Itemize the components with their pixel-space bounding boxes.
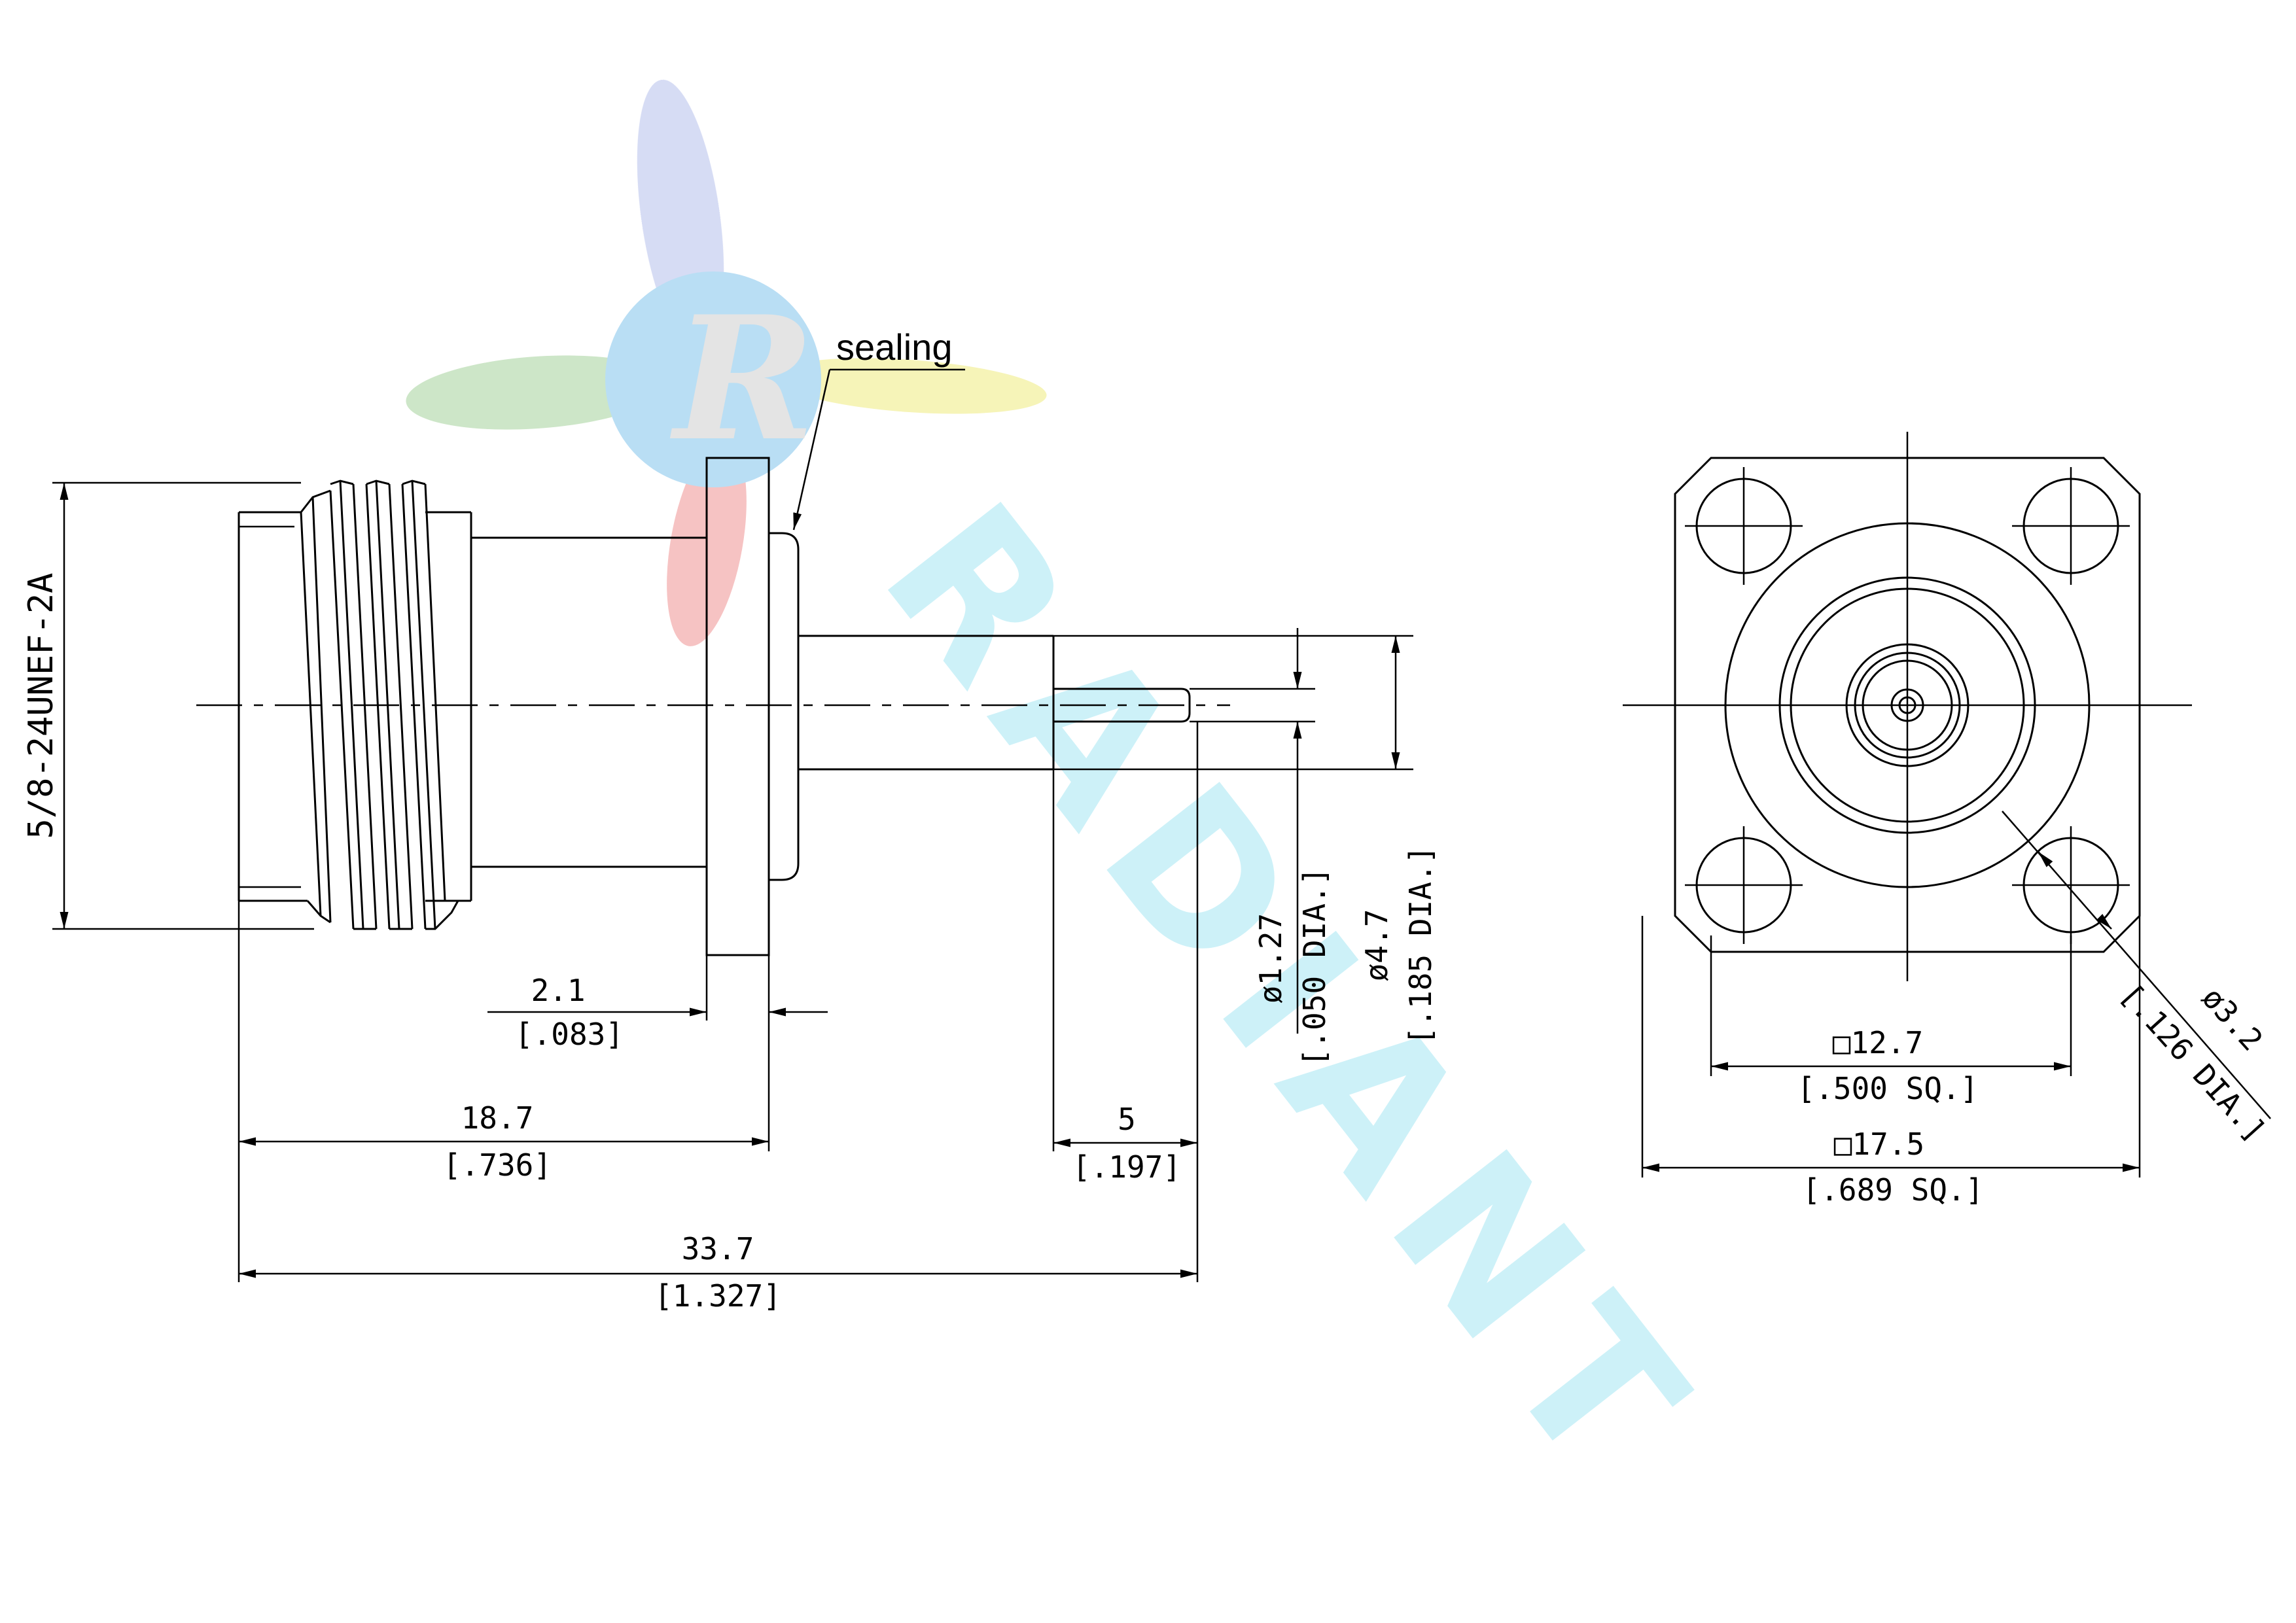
dim-pin-diameter-mm: ø1.27 (1253, 913, 1288, 1003)
dim-flange-thickness: 2.1 [.083] (487, 955, 828, 1052)
dim-insulator-diameter: ø4.7 [.185 DIA.] (1053, 635, 1438, 1045)
dim-pin-diameter-inch: [.050 DIA.] (1297, 867, 1332, 1067)
dim-pin-length-mm: 5 (1118, 1102, 1136, 1137)
thread-dimension: 5/8-24UNEF-2A (22, 481, 314, 930)
dim-overall-length-inch: [1.327] (654, 1278, 781, 1314)
watermark-yellow-swoosh (772, 358, 1047, 414)
dim-flange-size-inch: [.689 SQ.] (1803, 1172, 1984, 1208)
dim-flange-thickness-mm: 2.1 (531, 973, 585, 1008)
dim-pin-length-inch: [.197] (1072, 1149, 1181, 1185)
dim-hole-spacing: □12.7 [.500 SQ.] (1710, 935, 2072, 1106)
insulator (798, 635, 1055, 771)
mounting-holes (1685, 467, 2130, 944)
side-view: 5/8-24UNEF-2A sealing 2.1 [.083] 18.7 [.… (22, 326, 1438, 1314)
dim-flange-thickness-inch: [.083] (515, 1017, 624, 1052)
dim-to-flange-mm: 18.7 (461, 1100, 534, 1136)
watermark-brand-text: RADIANT (840, 464, 1742, 1528)
contact-pin (1053, 688, 1191, 723)
thread-spec-label: 5/8-24UNEF-2A (22, 573, 61, 839)
dim-to-flange-inch: [.736] (443, 1147, 552, 1183)
dim-hole-spacing-mm: □12.7 (1833, 1025, 1923, 1060)
front-view: □12.7 [.500 SQ.] □17.5 [.689 SQ.] ø3.2 [… (1623, 432, 2273, 1208)
dim-overall-length-mm: 33.7 (682, 1231, 754, 1266)
square-flange (1674, 457, 2141, 953)
dim-hole-diameter-inch: [.126 DIA.] (2113, 977, 2273, 1149)
dim-hole-diameter: ø3.2 [.126 DIA.] (2002, 811, 2273, 1149)
sealing-callout: sealing (792, 326, 965, 531)
barrel (471, 536, 707, 868)
dim-pin-diameter: ø1.27 [.050 DIA.] (1190, 628, 1332, 1066)
sealing-label: sealing (836, 326, 952, 368)
dim-insulator-diameter-mm: ø4.7 (1359, 909, 1394, 982)
flange (705, 457, 770, 956)
watermark-green-swoosh (406, 355, 667, 430)
sealing-bead (769, 532, 800, 881)
dim-insulator-diameter-inch: [.185 DIA.] (1403, 846, 1438, 1045)
dim-pin-length: 5 [.197] (1052, 722, 1199, 1282)
watermark-circle (605, 271, 821, 487)
dim-overall-length: 33.7 [1.327] (239, 1231, 1197, 1314)
dim-flange-size: □17.5 [.689 SQ.] (1641, 916, 2141, 1208)
thread-body (238, 480, 472, 930)
dim-to-flange: 18.7 [.736] (238, 901, 770, 1282)
dim-flange-size-mm: □17.5 (1834, 1126, 1924, 1162)
dim-hole-spacing-inch: [.500 SQ.] (1797, 1071, 1979, 1106)
watermark-logo-letter: R (669, 279, 815, 479)
